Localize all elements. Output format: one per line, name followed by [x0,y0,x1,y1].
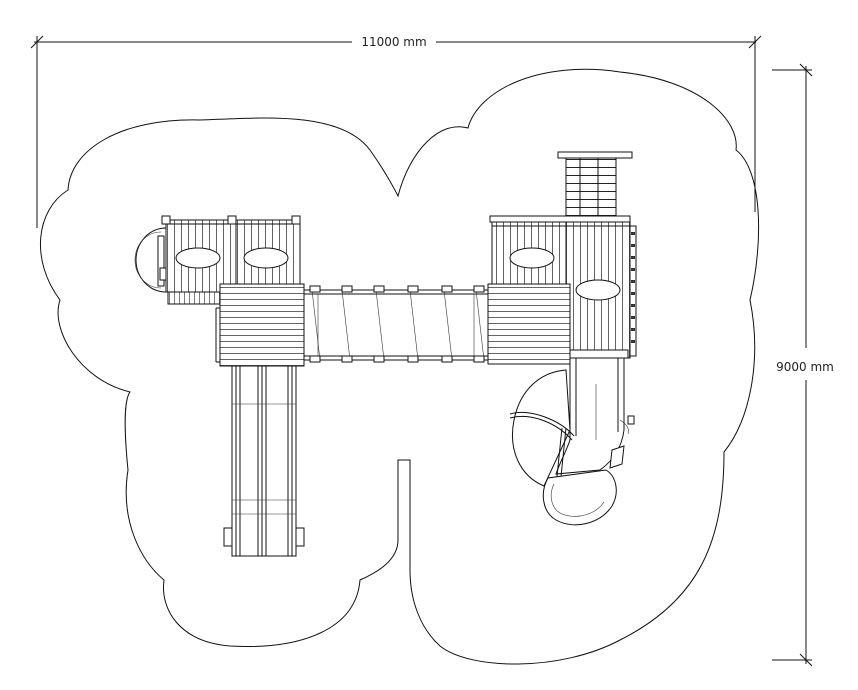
left-roof-window-1 [175,247,221,269]
height-dimension-label: 9000 mm [776,360,834,374]
width-dimension: 11000 mm [30,35,762,228]
right-roof-window-1 [509,247,555,269]
spiral-slide [509,357,635,526]
right-tower [487,151,637,365]
double-slide [223,365,305,557]
right-roof-window-2 [575,279,621,301]
left-roof-window-2 [243,247,289,269]
bridge [303,285,489,363]
height-dimension: 9000 mm [772,63,834,667]
width-dimension-label: 11000 mm [361,35,426,49]
left-tower [134,215,305,367]
spiral-slide-exit [542,469,617,526]
safety-zone-outline [40,68,760,665]
